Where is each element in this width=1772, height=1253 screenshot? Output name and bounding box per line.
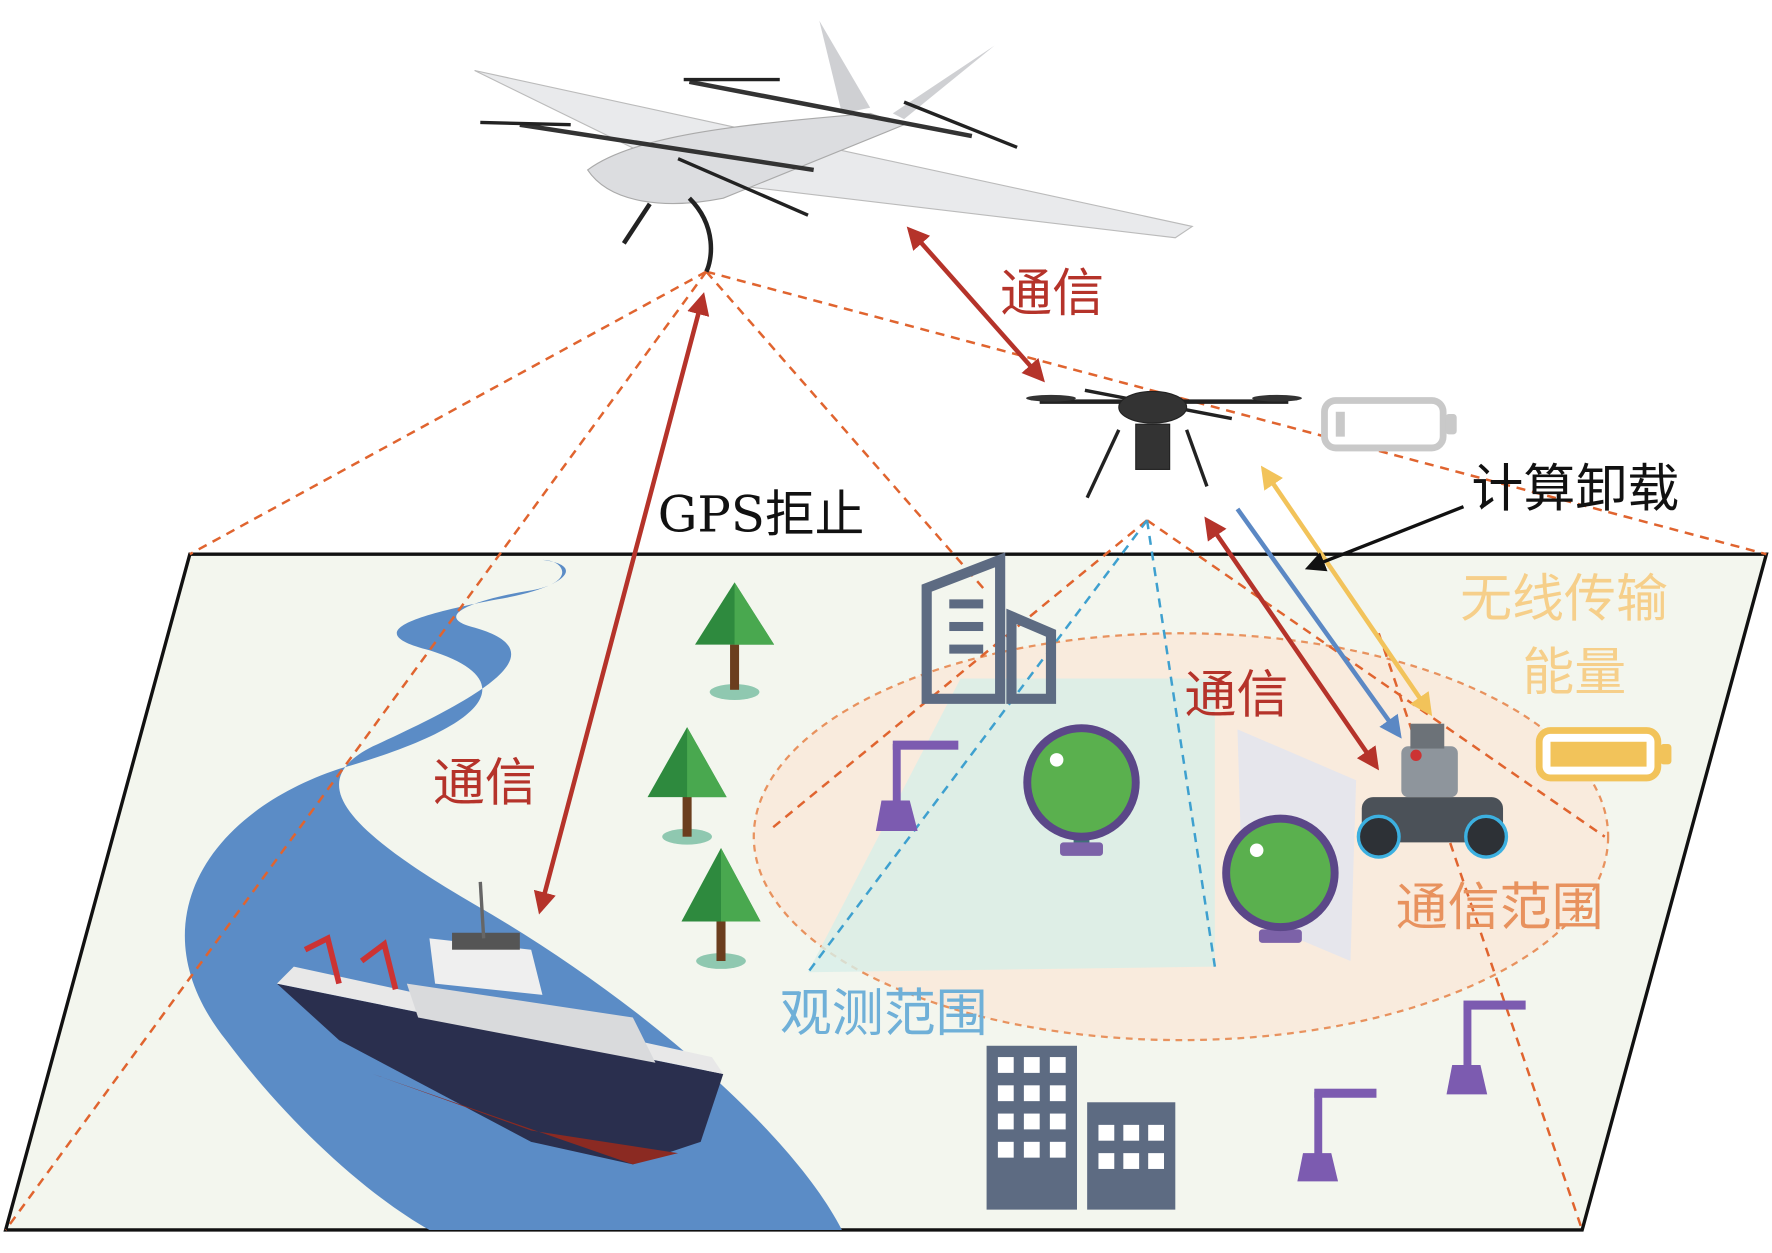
apartment-buildings [986,1045,1176,1210]
hexacopter-uav [1026,388,1302,499]
energy-arrow [1260,465,1433,717]
street-light [1446,1000,1526,1095]
battery-empty-icon [1321,397,1457,452]
label-gps-denied: GPS拒止 [658,486,865,544]
pine-tree [695,582,775,700]
research-ship [276,881,724,1165]
label-comm-left: 通信 [433,754,537,814]
street-light [875,740,959,832]
label-wireless-power-2: 能量 [1522,643,1626,703]
office-building [921,552,1057,704]
label-comm-range: 通信范围 [1396,878,1604,938]
offload-pointer-arrow [1304,505,1465,572]
gps-denied-comm-arrow [533,292,710,915]
fixed-wing-uav [474,20,1194,273]
round-tree [1222,814,1339,943]
label-comm-top: 通信 [1000,264,1104,324]
round-tree [1023,724,1140,856]
label-comm-mid: 通信 [1184,665,1288,725]
observe-lines [807,519,1217,974]
comm-arrow-fixedwing-hexacopter [906,226,1045,383]
street-light [1297,1088,1377,1182]
label-wireless-power-1: 无线传输 [1460,569,1668,629]
label-observe-range: 观测范围 [780,984,988,1044]
label-compute-offload: 计算卸载 [1471,460,1679,520]
ground-robot [1356,723,1509,859]
battery-full-icon [1535,727,1672,782]
